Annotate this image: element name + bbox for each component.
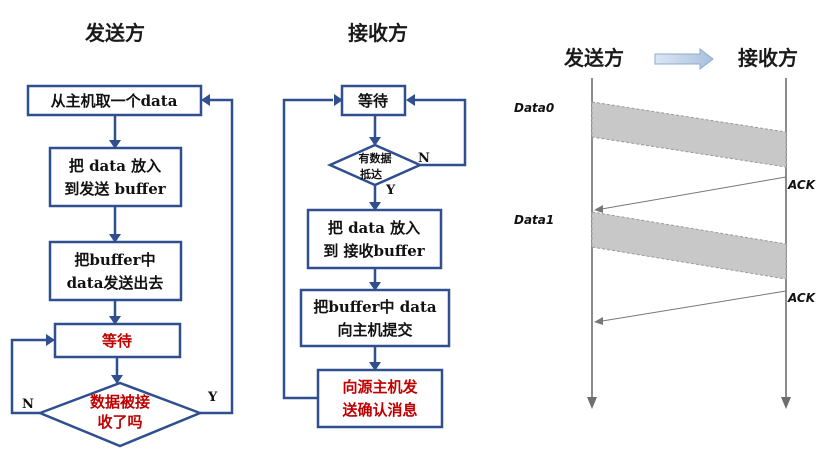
sender-arrowhead-3 [109, 316, 121, 325]
ack0-arrowhead [594, 205, 603, 213]
sender-get-data-label: 从主机取一个data [51, 92, 178, 110]
sender-decision-label-2: 收了吗 [97, 413, 142, 431]
sender-decision-diamond [36, 381, 204, 448]
receiver-title: 接收方 [348, 21, 408, 45]
receiver-ack-label-1: 向源主机发 [342, 378, 418, 396]
receiver-timeline-arrowhead [781, 397, 791, 409]
sender-no-label: N [22, 397, 34, 412]
sender-yes-label: Y [207, 390, 218, 405]
receiver-ack-box [316, 368, 444, 429]
receiver-ack-label-2: 送确认消息 [341, 401, 417, 419]
sender-flowchart: 发送方 从主机取一个data 把 data 放入 到发送 buffer 把buf… [10, 21, 234, 448]
receiver-return-loop [282, 98, 333, 400]
direction-arrow-icon [654, 47, 714, 71]
receiver-no-arrowhead [406, 94, 415, 106]
receiver-arrowhead-4 [369, 362, 381, 371]
sender-arrowhead-2 [109, 234, 121, 243]
data1-label: Data1 [514, 213, 554, 227]
sender-wait-box [53, 322, 182, 359]
data1-packet [591, 211, 787, 280]
receiver-submit-label-1: 把buffer中 data [313, 298, 437, 316]
sender-wait-label: 等待 [102, 332, 132, 350]
receiver-submit-label-2: 向主机提交 [337, 321, 412, 339]
sender-timeline-arrowhead [587, 397, 597, 409]
sender-decision-label-1: 数据被接 [90, 393, 150, 411]
sender-put-buffer-label-2: 到发送 buffer [64, 180, 166, 198]
receiver-put-buffer-label-2: 到 接收buffer [323, 242, 425, 260]
timeline-sender-label: 发送方 [563, 46, 624, 70]
sender-arrowhead-4 [111, 375, 123, 384]
sender-send-label-2: data发送出去 [67, 274, 164, 292]
receiver-decision-label-2: 抵达 [360, 167, 382, 181]
sender-arrowhead-1 [109, 140, 121, 149]
receiver-put-buffer-box [306, 208, 443, 270]
sender-no-loop [10, 338, 47, 415]
sender-title: 发送方 [84, 21, 145, 45]
ack0-label: ACK [787, 178, 817, 192]
receiver-yes-label: Y [385, 183, 396, 198]
sender-no-arrowhead [46, 334, 55, 346]
data0-packet [591, 101, 787, 168]
receiver-wait-box [340, 84, 407, 117]
sender-yes-arrowhead [201, 94, 210, 106]
receiver-put-buffer-label-1: 把 data 放入 [328, 219, 420, 237]
receiver-arrowhead-2 [369, 202, 381, 211]
timeline-receiver-label: 接收方 [738, 46, 798, 70]
receiver-decision-label-1: 有数据 [359, 151, 392, 165]
ack1-line [595, 290, 787, 323]
receiver-no-label: N [418, 151, 430, 166]
data0-label: Data0 [514, 101, 554, 115]
ack1-arrowhead [594, 317, 603, 325]
sender-put-buffer-label-1: 把 data 放入 [69, 157, 161, 175]
sender-put-buffer-box [48, 146, 183, 208]
receiver-no-loop [414, 98, 467, 167]
sender-yes-loop [200, 98, 234, 415]
ack1-label: ACK [787, 291, 817, 305]
sender-send-label-1: 把buffer中 [74, 251, 155, 269]
receiver-return-arrowhead [334, 94, 343, 106]
receiver-arrowhead-3 [369, 282, 381, 291]
receiver-flowchart: 接收方 等待 有数据 抵达 把 data 放入 到 接收buffer 把buff… [282, 21, 467, 429]
receiver-submit-box [299, 288, 451, 348]
ack0-line [595, 176, 787, 211]
timing-diagram: 发送方 接收方 Data0 ACK Data1 ACK [514, 46, 817, 409]
receiver-wait-label: 等待 [358, 92, 388, 110]
receiver-arrowhead-1 [369, 137, 381, 146]
